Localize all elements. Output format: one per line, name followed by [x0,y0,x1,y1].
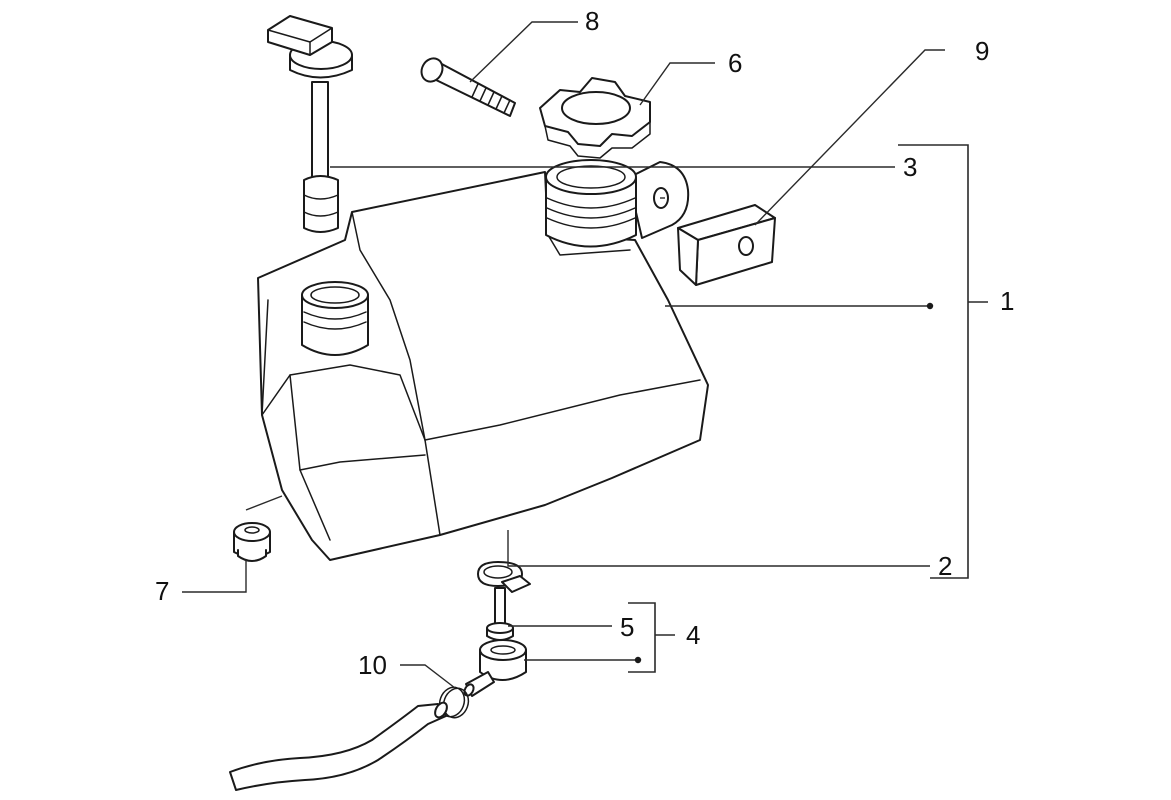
tank-filler-neck [545,159,690,248]
leader-lines [182,21,945,689]
callout-1: 1 [1000,286,1014,316]
leader-dot-1 [926,302,934,310]
group-bracket-1 [898,144,988,579]
callout-8: 8 [585,6,599,36]
screw [420,57,516,117]
callout-3: 3 [903,152,917,182]
group-bracket-4 [628,602,675,673]
leader-dot-4 [634,656,642,664]
rubber-grommet [233,522,271,562]
callout-9: 9 [975,36,989,66]
mounting-pad [677,204,776,286]
callout-2: 2 [938,551,952,581]
filler-cap [539,77,651,159]
callout-5: 5 [620,612,634,642]
callout-4: 4 [686,620,700,650]
callout-6: 6 [728,48,742,78]
callout-7: 7 [155,576,169,606]
oil-hose [229,701,448,791]
outlet-fitting [463,587,527,697]
dipstick-cap [267,15,353,233]
callout-10: 10 [358,650,387,680]
hose-clamp [477,561,531,593]
tank-side-neck [301,281,369,356]
oil-tank [257,171,709,561]
